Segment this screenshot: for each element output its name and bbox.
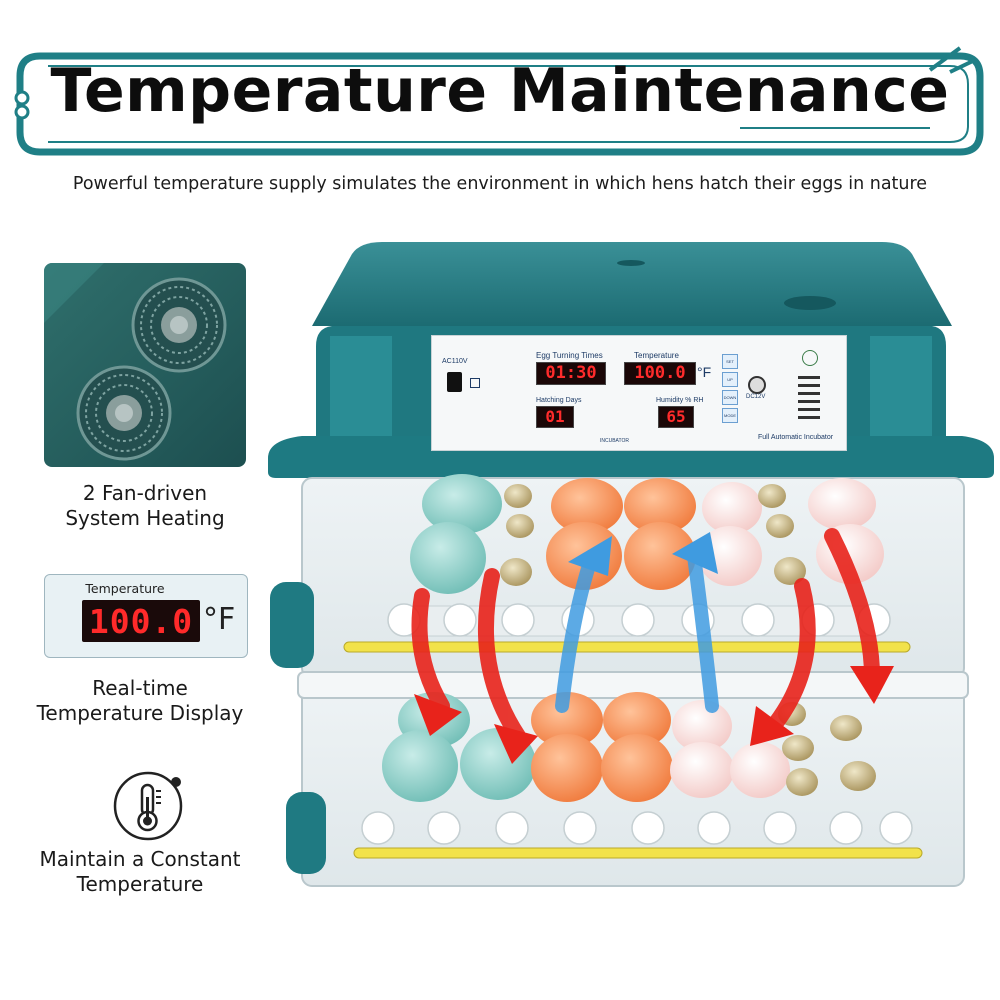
mode-button[interactable]: MODE	[722, 408, 738, 423]
incubator-illustration	[268, 242, 994, 887]
incubator-brand-label: INCUBATOR	[600, 438, 629, 444]
temperature-card-label: Temperature	[85, 581, 165, 596]
feature-caption-constant: Maintain a Constant Temperature	[39, 847, 241, 896]
up-button[interactable]: UP	[722, 372, 738, 387]
page-subtitle: Powerful temperature supply simulates th…	[72, 174, 928, 194]
voltage-label: AC110V	[442, 358, 468, 365]
egg-turning-label: Egg Turning Times	[536, 351, 603, 360]
temperature-card-value: 100.0	[88, 602, 194, 641]
model-label: Full Automatic Incubator	[758, 434, 834, 441]
header-banner	[14, 46, 984, 156]
feature-caption-display: Real-time Temperature Display	[36, 676, 244, 725]
humidity-label: Humidity % RH	[656, 397, 704, 404]
hatching-days-value: 01	[545, 407, 565, 426]
fan-icon	[44, 263, 246, 467]
set-button[interactable]: SET	[722, 354, 738, 369]
page-title: Temperature Maintenance	[50, 56, 950, 126]
leaf-logo-icon	[802, 350, 818, 366]
power-switch[interactable]	[447, 372, 462, 392]
temperature-lcd: 100.0	[82, 600, 200, 642]
panel-temperature-value: 100.0	[634, 363, 686, 383]
feature-caption-fan: 2 Fan-driven System Heating	[65, 481, 225, 530]
control-panel: AC110V Egg Turning Times 01:30 Temperatu…	[431, 335, 847, 451]
hatching-days-label: Hatching Days	[536, 397, 582, 404]
thermometer-icon	[113, 771, 183, 841]
panel-temperature-unit: °F	[697, 364, 712, 380]
egg-turning-lcd: 01:30	[536, 362, 606, 385]
warning-icon	[470, 378, 480, 388]
hatching-days-lcd: 01	[536, 406, 574, 428]
temperature-card-unit: °F	[203, 602, 236, 637]
humidity-value: 65	[666, 407, 686, 426]
panel-temperature-label: Temperature	[634, 351, 679, 360]
egg-turning-value: 01:30	[545, 363, 597, 383]
dc-label: DC12V	[746, 394, 766, 400]
down-button[interactable]: DOWN	[722, 390, 738, 405]
humidity-lcd: 65	[658, 406, 694, 428]
panel-temperature-lcd: 100.0	[624, 362, 696, 385]
temperature-display-icon: Temperature 100.0 °F	[44, 574, 248, 658]
vent-grille-icon	[798, 376, 820, 420]
dc-port-icon	[748, 376, 766, 394]
